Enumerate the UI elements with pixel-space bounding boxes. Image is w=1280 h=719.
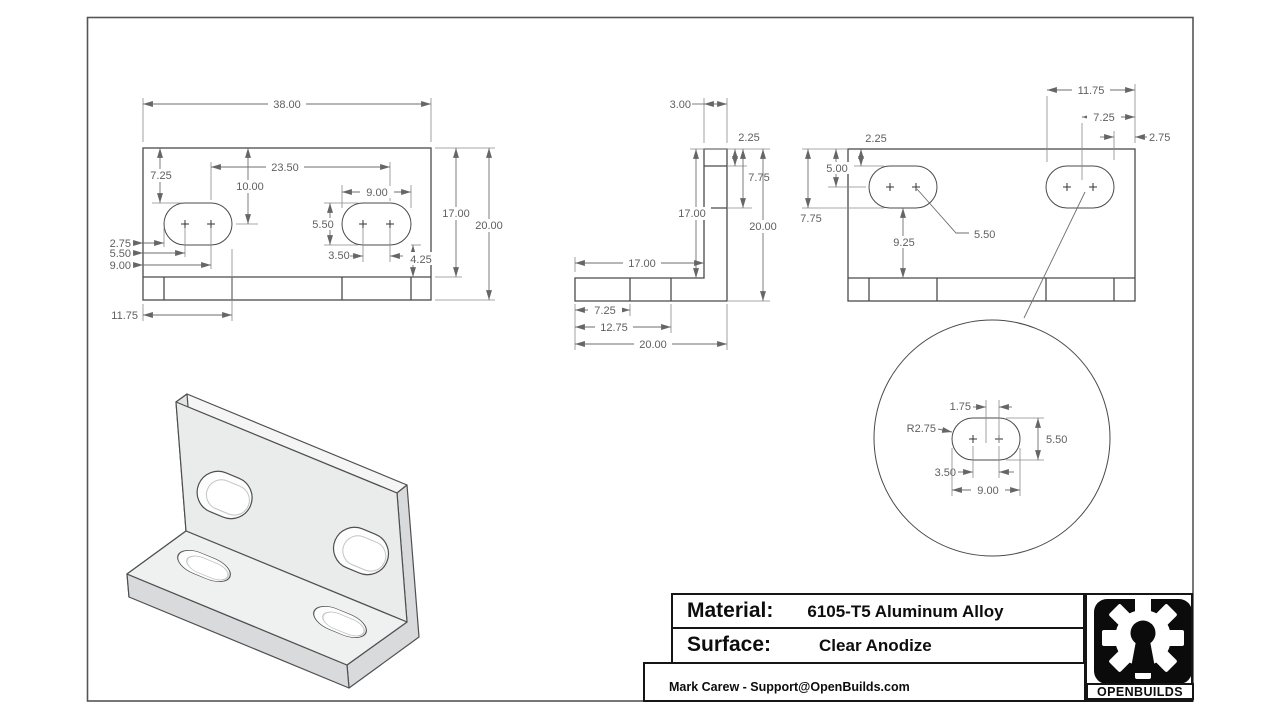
surface-value: Clear Anodize: [819, 636, 932, 655]
brand-name: OPENBUILDS: [1097, 684, 1183, 699]
dim-side-thickness: 3.00: [670, 98, 728, 143]
dim-text: 20.00: [639, 339, 667, 351]
dim-text: 20.00: [475, 220, 503, 232]
dim-text: 17.00: [678, 208, 706, 220]
dim-front-hole-spacing: 3.50: [328, 228, 403, 262]
dim-text: 10.00: [236, 181, 264, 193]
dim-front-overall-width: 38.00: [142, 97, 432, 142]
dim-text: 9.00: [366, 187, 387, 199]
dim-text: 2.25: [738, 132, 759, 144]
dim-front-top-to-slot-center: 10.00: [231, 148, 269, 225]
dim-text: 11.75: [1078, 85, 1105, 97]
dim-text: 7.75: [800, 213, 821, 225]
dim-bottom-top-to-slot-center: 5.00: [820, 148, 866, 188]
dim-text: 5.50: [974, 229, 995, 241]
dim-text: 5.50: [1046, 434, 1067, 446]
dim-text: 3.50: [328, 250, 349, 262]
title-block-material-row: Material: 6105-T5 Aluminum Alloy: [671, 593, 1085, 629]
dim-text: 7.25: [150, 170, 171, 182]
detail-view: 1.75 R2.75 5.50 3.50 9.00: [873, 319, 1111, 557]
brand-name-box: OPENBUILDS: [1086, 683, 1194, 700]
dim-side-edge-to-slot-far: 12.75: [575, 304, 672, 334]
iso-plate-slot-left: [196, 470, 253, 520]
iso-base-slot-left: [177, 550, 231, 582]
surface-label: Surface:: [687, 633, 772, 656]
dim-text: 7.25: [594, 305, 615, 317]
dim-text: 12.75: [600, 322, 628, 334]
dim-detail-corner-radius: R2.75: [907, 423, 953, 435]
dim-front-slot-center-span: 23.50: [210, 161, 391, 201]
dim-text: 38.00: [273, 99, 301, 111]
bottom-view-part: [847, 148, 1136, 302]
sheet-border: [86, 16, 1194, 702]
dim-detail-slot-height: 5.50: [1006, 417, 1067, 461]
dim-detail-slot-length: 9.00: [951, 448, 1021, 497]
dim-front-left-stack: 2.75 5.50 9.00: [110, 228, 212, 272]
dim-bottom-top-to-slot-bottom: 7.75: [800, 148, 884, 225]
dim-text: 2.75: [1149, 132, 1170, 144]
dim-text: 5.50: [312, 219, 333, 231]
dim-side-overall-height: 20.00: [727, 149, 782, 302]
dim-front-edge-to-slot-end: 11.75: [111, 249, 233, 322]
dim-front-slot-height: 5.50: [306, 202, 358, 246]
dim-text: 2.25: [865, 133, 886, 145]
dim-text: 1.75: [950, 401, 971, 413]
bottom-view: 11.75 7.25 2.75 2.25 5.00: [800, 84, 1170, 319]
dim-text: 3.00: [670, 99, 691, 111]
keyhole-icon: [1130, 620, 1156, 673]
dim-text: 11.75: [111, 310, 138, 322]
dim-side-leg-height: 17.00: [673, 149, 711, 278]
openbuilds-logo: [1094, 597, 1192, 684]
title-block-signature-row: Mark Carew - Support@OpenBuilds.com: [643, 662, 1086, 702]
dim-side-base-depth: 17.00: [574, 257, 704, 272]
dim-text: 9.00: [977, 485, 998, 497]
dim-text: 17.00: [628, 258, 656, 270]
dim-text: 20.00: [749, 221, 777, 233]
dim-text: 2.75: [110, 238, 131, 250]
dim-bottom-edge-to-slot-end: 11.75: [1046, 84, 1136, 162]
dim-text: 17.00: [442, 208, 470, 220]
gear-icon: [1102, 597, 1184, 679]
dim-front-face-height: 17.00: [435, 147, 495, 278]
dim-side-overall-depth: 20.00: [575, 304, 728, 351]
detail-circle: [873, 319, 1111, 557]
title-block-logo-cell: [1085, 593, 1193, 702]
dim-detail-center-to-hole: 1.75: [950, 400, 1012, 443]
dim-text: R2.75: [907, 423, 936, 435]
dim-text: 7.75: [748, 172, 769, 184]
side-view-part: [574, 148, 728, 302]
dim-front-overall-height: 20.00: [435, 148, 508, 301]
dim-text: 9.25: [893, 237, 914, 249]
dim-side-top-to-slot-top: 2.25: [690, 132, 770, 167]
dim-text: 7.25: [1093, 112, 1114, 124]
dim-text: 5.00: [826, 163, 847, 175]
iso-plate-slot-right: [332, 526, 390, 576]
signature-text: Mark Carew - Support@OpenBuilds.com: [669, 680, 910, 694]
dim-text: 4.25: [410, 254, 431, 266]
front-view: 38.00 7.25 10.00 23.50 9.00: [110, 97, 508, 322]
dim-front-slot-to-step: 4.25: [404, 244, 438, 277]
dim-front-top-to-slot-top: 7.25: [144, 148, 182, 204]
dim-front-slot-length: 9.00: [341, 185, 412, 208]
detail-leader-line: [1023, 191, 1086, 319]
iso-base-slot-right: [313, 606, 367, 638]
title-block-surface-row: Surface: Clear Anodize: [671, 627, 1085, 664]
dim-text: 3.50: [935, 467, 956, 479]
dim-text: 9.00: [110, 260, 131, 272]
side-view: 3.00 2.25 7.75 17.00 20.00 17: [574, 98, 782, 351]
dim-text: 5.50: [110, 248, 131, 260]
dim-text: 23.50: [271, 162, 299, 174]
material-value: 6105-T5 Aluminum Alloy: [807, 602, 1004, 621]
material-label: Material:: [687, 599, 774, 622]
dim-bottom-edge-to-tangent: 2.75: [1100, 131, 1170, 160]
dim-detail-hole-spacing: 3.50: [935, 446, 1014, 479]
isometric-view: [126, 393, 420, 689]
dim-side-edge-to-slot-near: 7.25: [574, 304, 631, 350]
dim-bottom-edge-to-slot-center: 7.25: [1081, 111, 1135, 180]
dim-bottom-top-to-slot-top: 2.25: [850, 133, 887, 167]
dim-bottom-slot-to-leg: 9.25: [886, 208, 920, 278]
dim-bottom-slot-height-leader: 5.50: [916, 188, 995, 241]
